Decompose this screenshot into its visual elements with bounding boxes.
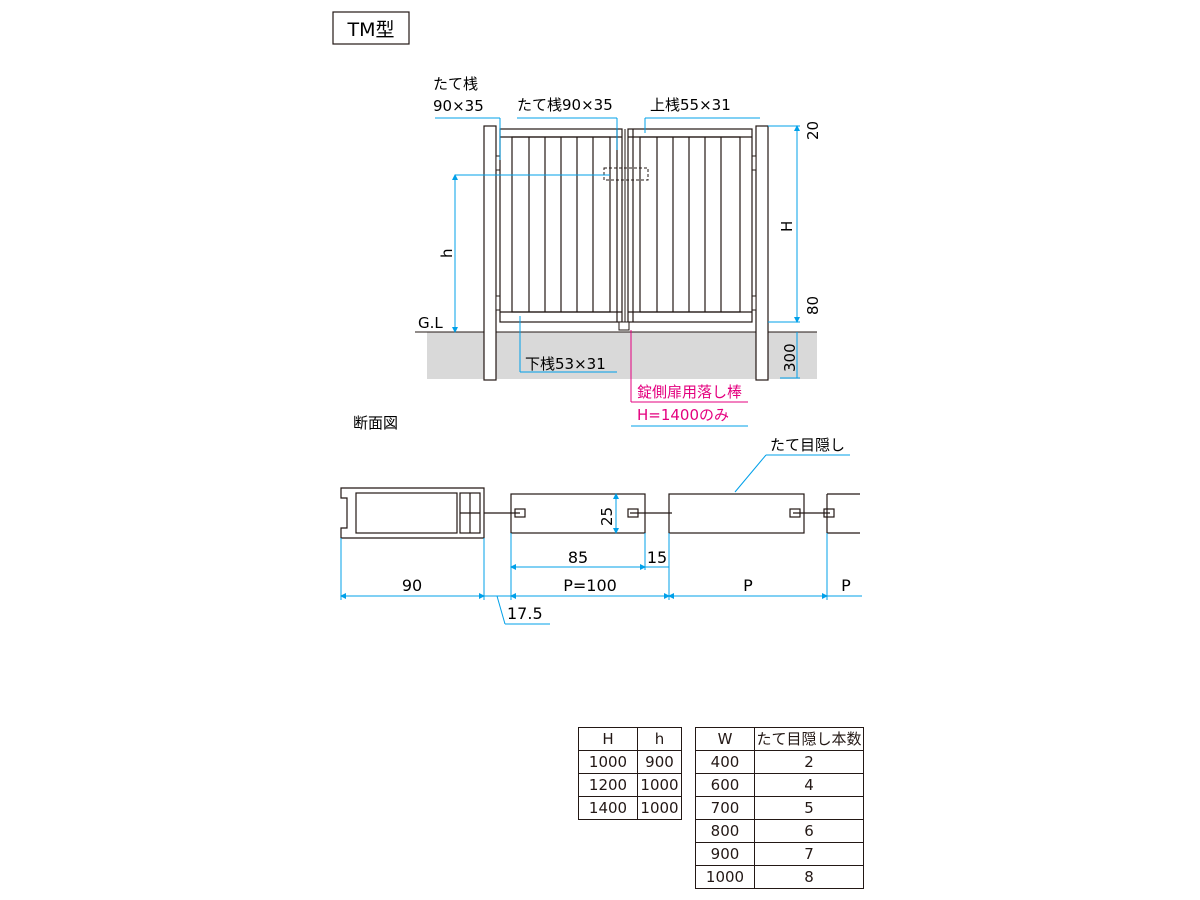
dim-90-label: 90 xyxy=(402,576,422,595)
h-table: H h 1000 900 1200 1000 1400 1000 xyxy=(578,727,682,820)
drop-rod-label: 錠側扉用落し棒 xyxy=(637,383,742,401)
dim-85-label: 85 xyxy=(568,548,588,567)
hinge-icon xyxy=(495,155,501,171)
post-profile xyxy=(340,487,485,539)
table-cell: 7 xyxy=(754,842,864,866)
dim-175-label: 17.5 xyxy=(507,604,543,623)
dim-p2-label: P xyxy=(841,576,851,595)
w-table: W たて目隠し本数 400 2 600 4 700 5 800 6 900 7 … xyxy=(695,727,864,889)
table-cell: 8 xyxy=(754,865,864,889)
dim-15-label: 15 xyxy=(647,548,667,567)
dim-bottom-label: 80 xyxy=(804,296,822,315)
table-cell: 600 xyxy=(695,773,755,797)
table-header: H xyxy=(578,727,638,751)
slat-profile xyxy=(484,493,860,534)
table-header: W xyxy=(695,727,755,751)
table-header-row: W たて目隠し本数 xyxy=(695,727,864,751)
H-dimension-label: H xyxy=(778,221,796,232)
section-view: 断面図 xyxy=(340,414,862,625)
table-row: 1400 1000 xyxy=(578,796,682,820)
table-cell: 700 xyxy=(695,796,755,820)
stile-label: たて桟90×35 xyxy=(517,96,613,114)
hinge-icon xyxy=(495,295,501,311)
table-cell: 4 xyxy=(754,773,864,797)
drop-rod xyxy=(618,321,630,331)
slat-label: たて目隠し xyxy=(770,436,845,454)
dim-pitch-label: P=100 xyxy=(563,576,617,595)
table-cell: 1000 xyxy=(637,773,682,797)
h-dimension-label: h xyxy=(438,248,456,258)
table-row: 900 7 xyxy=(695,842,864,866)
table-row: 700 5 xyxy=(695,796,864,820)
table-row: 1000 900 xyxy=(578,750,682,774)
left-post xyxy=(483,125,497,381)
table-cell: 900 xyxy=(637,750,682,774)
bottom-rail-label: 下桟53×31 xyxy=(525,355,606,373)
table-row: 800 6 xyxy=(695,819,864,843)
table-cell: 1200 xyxy=(578,773,638,797)
table-cell: 1000 xyxy=(695,865,755,889)
post-label: たて桟 xyxy=(433,75,478,93)
section-title: 断面図 xyxy=(353,414,398,432)
table-cell: 1400 xyxy=(578,796,638,820)
post-size-label: 90×35 xyxy=(433,97,484,115)
table-cell: 5 xyxy=(754,796,864,820)
table-header: たて目隠し本数 xyxy=(754,727,864,751)
dim-embed-label: 300 xyxy=(781,343,799,372)
latch-icon xyxy=(603,167,649,181)
table-cell: 6 xyxy=(754,819,864,843)
table-cell: 1000 xyxy=(637,796,682,820)
left-door xyxy=(499,128,623,323)
top-rail-label: 上桟55×31 xyxy=(650,96,731,114)
right-post xyxy=(755,125,769,381)
table-row: 1000 8 xyxy=(695,865,864,889)
table-cell: 900 xyxy=(695,842,755,866)
dim-top-label: 20 xyxy=(804,121,822,140)
right-door xyxy=(627,128,753,323)
type-label: TM型 xyxy=(347,19,395,41)
dim-p-label: P xyxy=(743,576,753,595)
type-label-box: TM型 xyxy=(332,11,410,45)
table-header: h xyxy=(637,727,682,751)
table-cell: 2 xyxy=(754,750,864,774)
table-header-row: H h xyxy=(578,727,682,751)
table-row: 1200 1000 xyxy=(578,773,682,797)
table-cell: 800 xyxy=(695,819,755,843)
dim-25-label: 25 xyxy=(598,507,616,526)
table-cell: 400 xyxy=(695,750,755,774)
gate-front-view: たて桟 90×35 たて桟90×35 上桟55×31 下桟53×31 G.L h… xyxy=(415,75,822,427)
table-row: 600 4 xyxy=(695,773,864,797)
table-row: 400 2 xyxy=(695,750,864,774)
drop-rod-note: H=1400のみ xyxy=(637,406,729,424)
table-cell: 1000 xyxy=(578,750,638,774)
gl-label: G.L xyxy=(418,314,443,332)
